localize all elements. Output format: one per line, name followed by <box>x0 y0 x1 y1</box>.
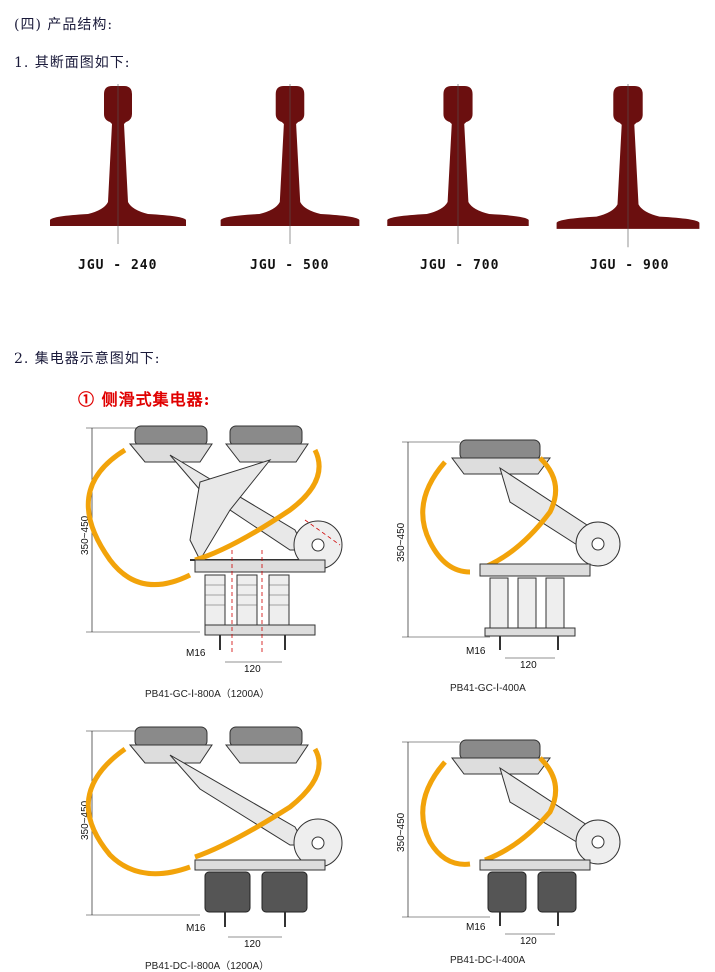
bolt-label: M16 <box>466 922 486 933</box>
collector-diagram-dc-800: 350~450 M16 120 <box>80 726 343 950</box>
spacing-label: 120 <box>520 660 537 671</box>
caption-dc-800: PB41-DC-Ⅰ-800A（1200A） <box>145 961 270 972</box>
caption-gc-800: PB41-GC-Ⅰ-800A（1200A） <box>145 689 270 700</box>
rail-jgu700 <box>386 83 530 245</box>
height-dimension-label: 350~450 <box>396 812 407 852</box>
rail-label-240: JGU - 240 <box>78 258 158 273</box>
rail-label-900: JGU - 900 <box>590 258 670 273</box>
item-collector: 2. 集电器示意图如下: <box>14 351 161 367</box>
bolt-label: M16 <box>466 646 486 657</box>
caption-dc-400: PB41-DC-Ⅰ-400A <box>450 955 526 966</box>
rail-cross-sections <box>49 83 700 248</box>
caption-gc-400: PB41-GC-Ⅰ-400A <box>450 683 526 694</box>
spacing-label: 120 <box>244 939 261 950</box>
rail-label-500: JGU - 500 <box>250 258 330 273</box>
collector-diagram-gc-800: 350~450 M16 120 <box>80 425 343 675</box>
item-cross-section: 1. 其断面图如下: <box>14 55 131 71</box>
rail-label-700: JGU - 700 <box>420 258 500 273</box>
height-dimension-label: 350~450 <box>396 522 407 562</box>
bolt-label: M16 <box>186 923 206 934</box>
section-title: (四) 产品结构: <box>14 17 114 33</box>
bolt-label: M16 <box>186 648 206 659</box>
collector-diagram-dc-400: 350~450 M16 120 <box>396 739 621 947</box>
height-dimension-label: 350~450 <box>80 800 91 840</box>
rail-jgu900 <box>556 83 700 248</box>
rail-jgu500 <box>220 83 360 245</box>
collector-diagram-gc-400: 350~450 M16 120 <box>396 439 621 671</box>
height-dimension-label: 350~450 <box>80 515 91 555</box>
collector-subtitle: ① 侧滑式集电器: <box>78 390 211 409</box>
rail-jgu240 <box>49 83 187 245</box>
spacing-label: 120 <box>244 664 261 675</box>
spacing-label: 120 <box>520 936 537 947</box>
